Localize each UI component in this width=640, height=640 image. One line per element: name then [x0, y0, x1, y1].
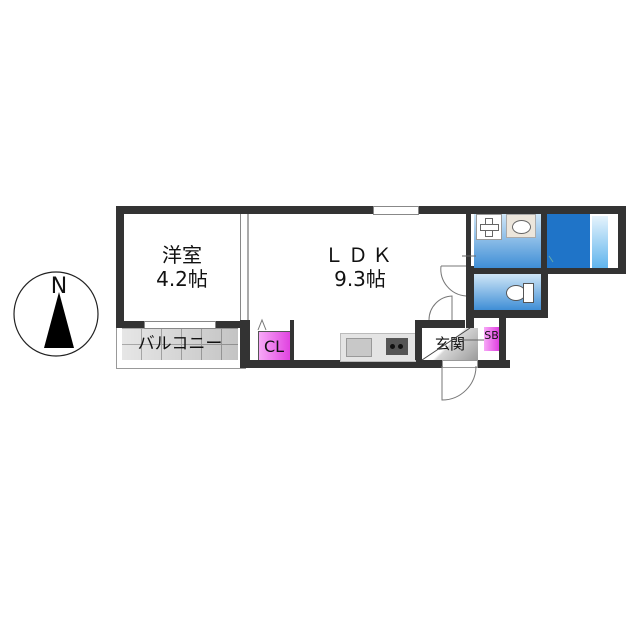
sink-icon — [346, 338, 372, 357]
wall-cl-left — [240, 320, 250, 368]
wall-western-bottom-left — [116, 321, 144, 328]
wall-toilet-bottom — [466, 310, 548, 318]
wall-bath-left — [541, 206, 547, 274]
balcony — [122, 328, 238, 360]
north-arrow-icon — [13, 271, 99, 357]
entrance-label: 玄関 — [434, 335, 465, 353]
entrance-door-frame — [442, 360, 478, 368]
wall-wet-left-lower — [466, 266, 474, 328]
toilet-icon — [506, 282, 534, 303]
wall-bath-bottom — [541, 268, 626, 274]
wall-wet-left — [466, 206, 471, 266]
wall-ldk-bottom — [240, 360, 510, 368]
compass: N — [12, 270, 100, 358]
bathroom — [547, 214, 597, 268]
closet-label: CL — [263, 337, 285, 356]
wash-basin-icon — [506, 214, 536, 238]
compass-north-label: N — [50, 274, 68, 299]
ldk-top-window[interactable] — [373, 206, 419, 215]
wall-bath-top — [541, 206, 626, 214]
two-burner-stove-icon — [386, 338, 408, 355]
shoe-box[interactable] — [484, 327, 499, 351]
wall-entrance-left — [415, 320, 422, 360]
western-room-size: 4.2帖 — [156, 267, 208, 291]
balcony-label: バルコニー — [137, 334, 223, 354]
wall-toilet-right — [541, 274, 548, 316]
wall-wash-toilet — [466, 268, 548, 274]
wall-entrance-top — [415, 320, 465, 328]
wall-left — [116, 206, 124, 328]
shoe-box-label: SB — [484, 329, 499, 342]
balcony-window[interactable] — [144, 321, 216, 329]
ldk-name: ＬＤＫ — [324, 243, 396, 267]
wall-entrance-right — [499, 318, 506, 368]
western-room-name: 洋室 — [162, 243, 202, 267]
ldk-size: 9.3帖 — [334, 267, 386, 291]
bathtub-icon — [590, 214, 610, 272]
wall-top — [116, 206, 548, 214]
wall-western-bottom-right — [214, 321, 244, 328]
wall-cl-right — [290, 320, 294, 368]
wall-bath-right — [618, 206, 626, 274]
washing-machine-pan-icon — [476, 214, 502, 240]
sliding-door-western[interactable] — [240, 214, 249, 320]
